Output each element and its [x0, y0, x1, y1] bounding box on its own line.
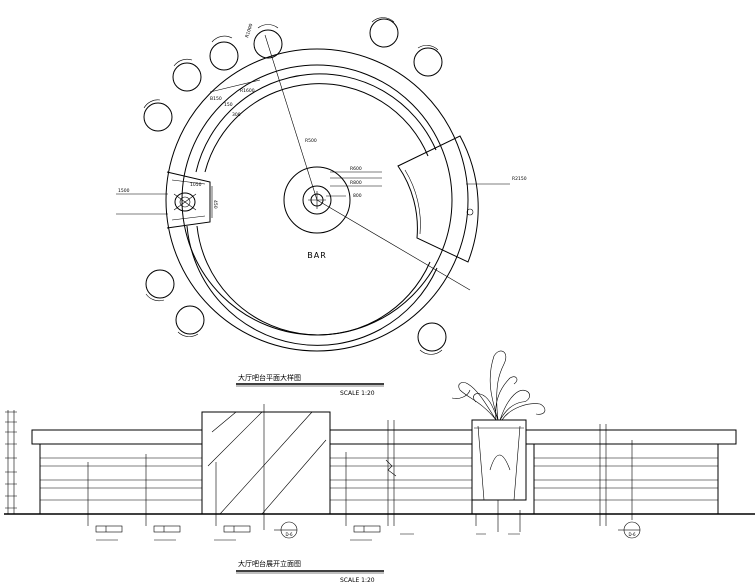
dim-label: R600 — [350, 166, 362, 172]
stool — [172, 62, 202, 92]
counter-top-arc-upper — [195, 73, 437, 173]
dim-label: 300 — [232, 112, 241, 118]
plant-icon — [451, 350, 546, 421]
material-tag — [223, 525, 251, 533]
dim-label: R500 — [305, 138, 317, 144]
radius-line-down-right — [316, 199, 471, 291]
bar-outer-ring — [165, 48, 469, 352]
callout-tag: D-6 — [285, 532, 293, 537]
dim-label: R800 — [350, 180, 362, 186]
dim-label: B150 — [210, 96, 222, 102]
elevation-title-block: 大厅吧台展开立面图 SCALE 1:20 — [236, 559, 384, 584]
stool — [143, 102, 173, 132]
dim-label: 1500 — [118, 188, 130, 194]
material-tag — [353, 525, 381, 533]
center-column-outer — [283, 166, 351, 234]
elevation-title: 大厅吧台展开立面图 — [238, 559, 301, 568]
bar-elevation-view: D-6 D-6 大厅吧台展开立面图 SCALE 1:20 — [4, 350, 755, 584]
dim-label: 800 — [353, 193, 362, 199]
stool — [369, 18, 399, 48]
bar-stools-lower — [145, 269, 447, 355]
counter-top-arc-upper-inner — [204, 83, 429, 173]
dim-label: 450 — [212, 200, 218, 209]
center-leaders — [326, 171, 382, 197]
stool — [175, 305, 205, 335]
dim-label: 150 — [224, 102, 233, 108]
planter — [451, 350, 546, 532]
radius-line-up — [264, 34, 318, 201]
stool — [145, 269, 175, 299]
material-tag — [95, 525, 123, 533]
sink-fixture — [174, 192, 196, 212]
counter-left-segment — [31, 429, 217, 526]
counter-right-segment — [525, 424, 737, 526]
center-column-mid — [302, 185, 332, 215]
counter-top-arc-lower — [186, 225, 438, 346]
plan-dimension-labels: R1000 R1600 B150 150 300 R500 R600 R800 … — [118, 23, 527, 209]
plan-title: 大厅吧台平面大样图 — [238, 373, 301, 382]
section-callout: D-6 — [618, 521, 641, 539]
left-opening — [166, 171, 213, 229]
stool — [253, 29, 283, 59]
bar-stools-upper — [143, 17, 443, 132]
glass-panel — [201, 404, 331, 530]
bar-plan-view: R1000 R1600 B150 150 300 R500 R600 R800 … — [116, 17, 527, 397]
counter-middle-segment — [329, 420, 473, 526]
dim-label: 1050 — [190, 182, 202, 188]
callout-tag: D-6 — [628, 532, 636, 537]
height-dimension-rail — [5, 410, 17, 514]
dim-label: R2150 — [512, 176, 527, 182]
material-tag — [153, 525, 181, 533]
section-callout: D-6 — [274, 521, 298, 539]
material-tags — [95, 525, 520, 541]
plan-title-block: 大厅吧台平面大样图 SCALE 1:20 — [236, 373, 384, 397]
stool — [209, 41, 239, 71]
plan-scale: SCALE 1:20 — [340, 390, 375, 397]
right-gate-panel — [397, 135, 479, 263]
bar-label: BAR — [307, 251, 327, 260]
vase — [477, 425, 521, 501]
elevation-scale: SCALE 1:20 — [340, 577, 375, 584]
stool — [417, 322, 447, 352]
counter-top-arc-lower-inner — [196, 225, 431, 336]
stool — [413, 47, 443, 77]
dim-label: R1600 — [240, 88, 255, 94]
dim-label: R1000 — [244, 23, 254, 39]
